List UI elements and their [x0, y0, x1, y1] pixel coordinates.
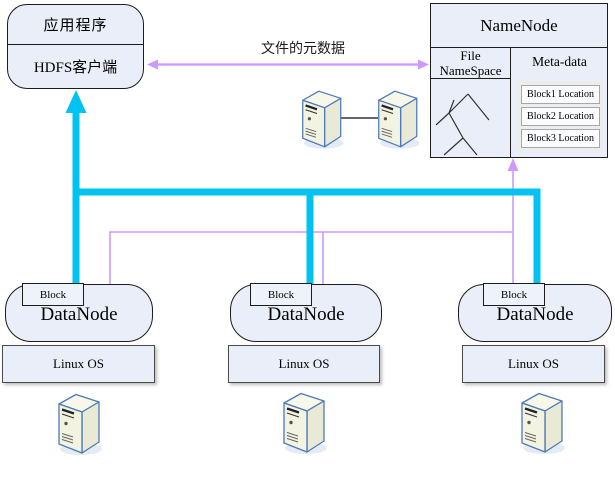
datanode-label: DataNode: [267, 304, 345, 325]
linux-os-box: Linux OS: [462, 345, 605, 383]
linux-os-box: Linux OS: [228, 345, 380, 383]
server-tower-icon: [57, 393, 104, 457]
server-tower-icon: [520, 392, 567, 456]
server-tower-icon: [282, 392, 329, 456]
block-badge: Block: [250, 283, 312, 306]
application-label: 应用程序: [8, 5, 143, 45]
file-namespace-line1: File: [460, 48, 481, 63]
metadata-report-connector: [109, 158, 519, 293]
server-tower-icon: [301, 90, 345, 150]
hdfs-client-label: HDFS客户端: [33, 60, 118, 76]
block1-location-entry: Block1 Location: [521, 85, 600, 104]
namenode-title: NameNode: [431, 4, 607, 48]
block-location-panel: Block1 Location Block2 Location Block3 L…: [518, 80, 603, 151]
datanode-label: DataNode: [40, 304, 118, 325]
block2-location-entry: Block2 Location: [521, 107, 600, 126]
metadata-arrow: [147, 59, 429, 70]
server-tower-icon: [377, 90, 421, 150]
block-badge: Block: [22, 283, 84, 306]
file-namespace-line2: NameSpace: [439, 62, 502, 78]
file-namespace-label: File NameSpace: [431, 48, 510, 79]
metadata-column-header: Meta-data: [532, 54, 587, 69]
block-write-connector: [65, 90, 541, 290]
namenode-box: NameNode File NameSpace Meta-data Block1…: [430, 3, 608, 158]
metadata-arrow-label: 文件的元数据: [261, 42, 345, 57]
block-badge: Block: [483, 283, 545, 306]
file-namespace-column: File NameSpace: [431, 48, 511, 157]
hdfs-client-box: 应用程序 HDFS客户端: [7, 4, 144, 89]
namespace-tree-icon: [435, 93, 490, 156]
datanode-label: DataNode: [496, 304, 574, 325]
linux-os-box: Linux OS: [2, 345, 155, 383]
block3-location-entry: Block3 Location: [521, 129, 600, 148]
metadata-column: Meta-data Block1 Location Block2 Locatio…: [512, 48, 607, 157]
